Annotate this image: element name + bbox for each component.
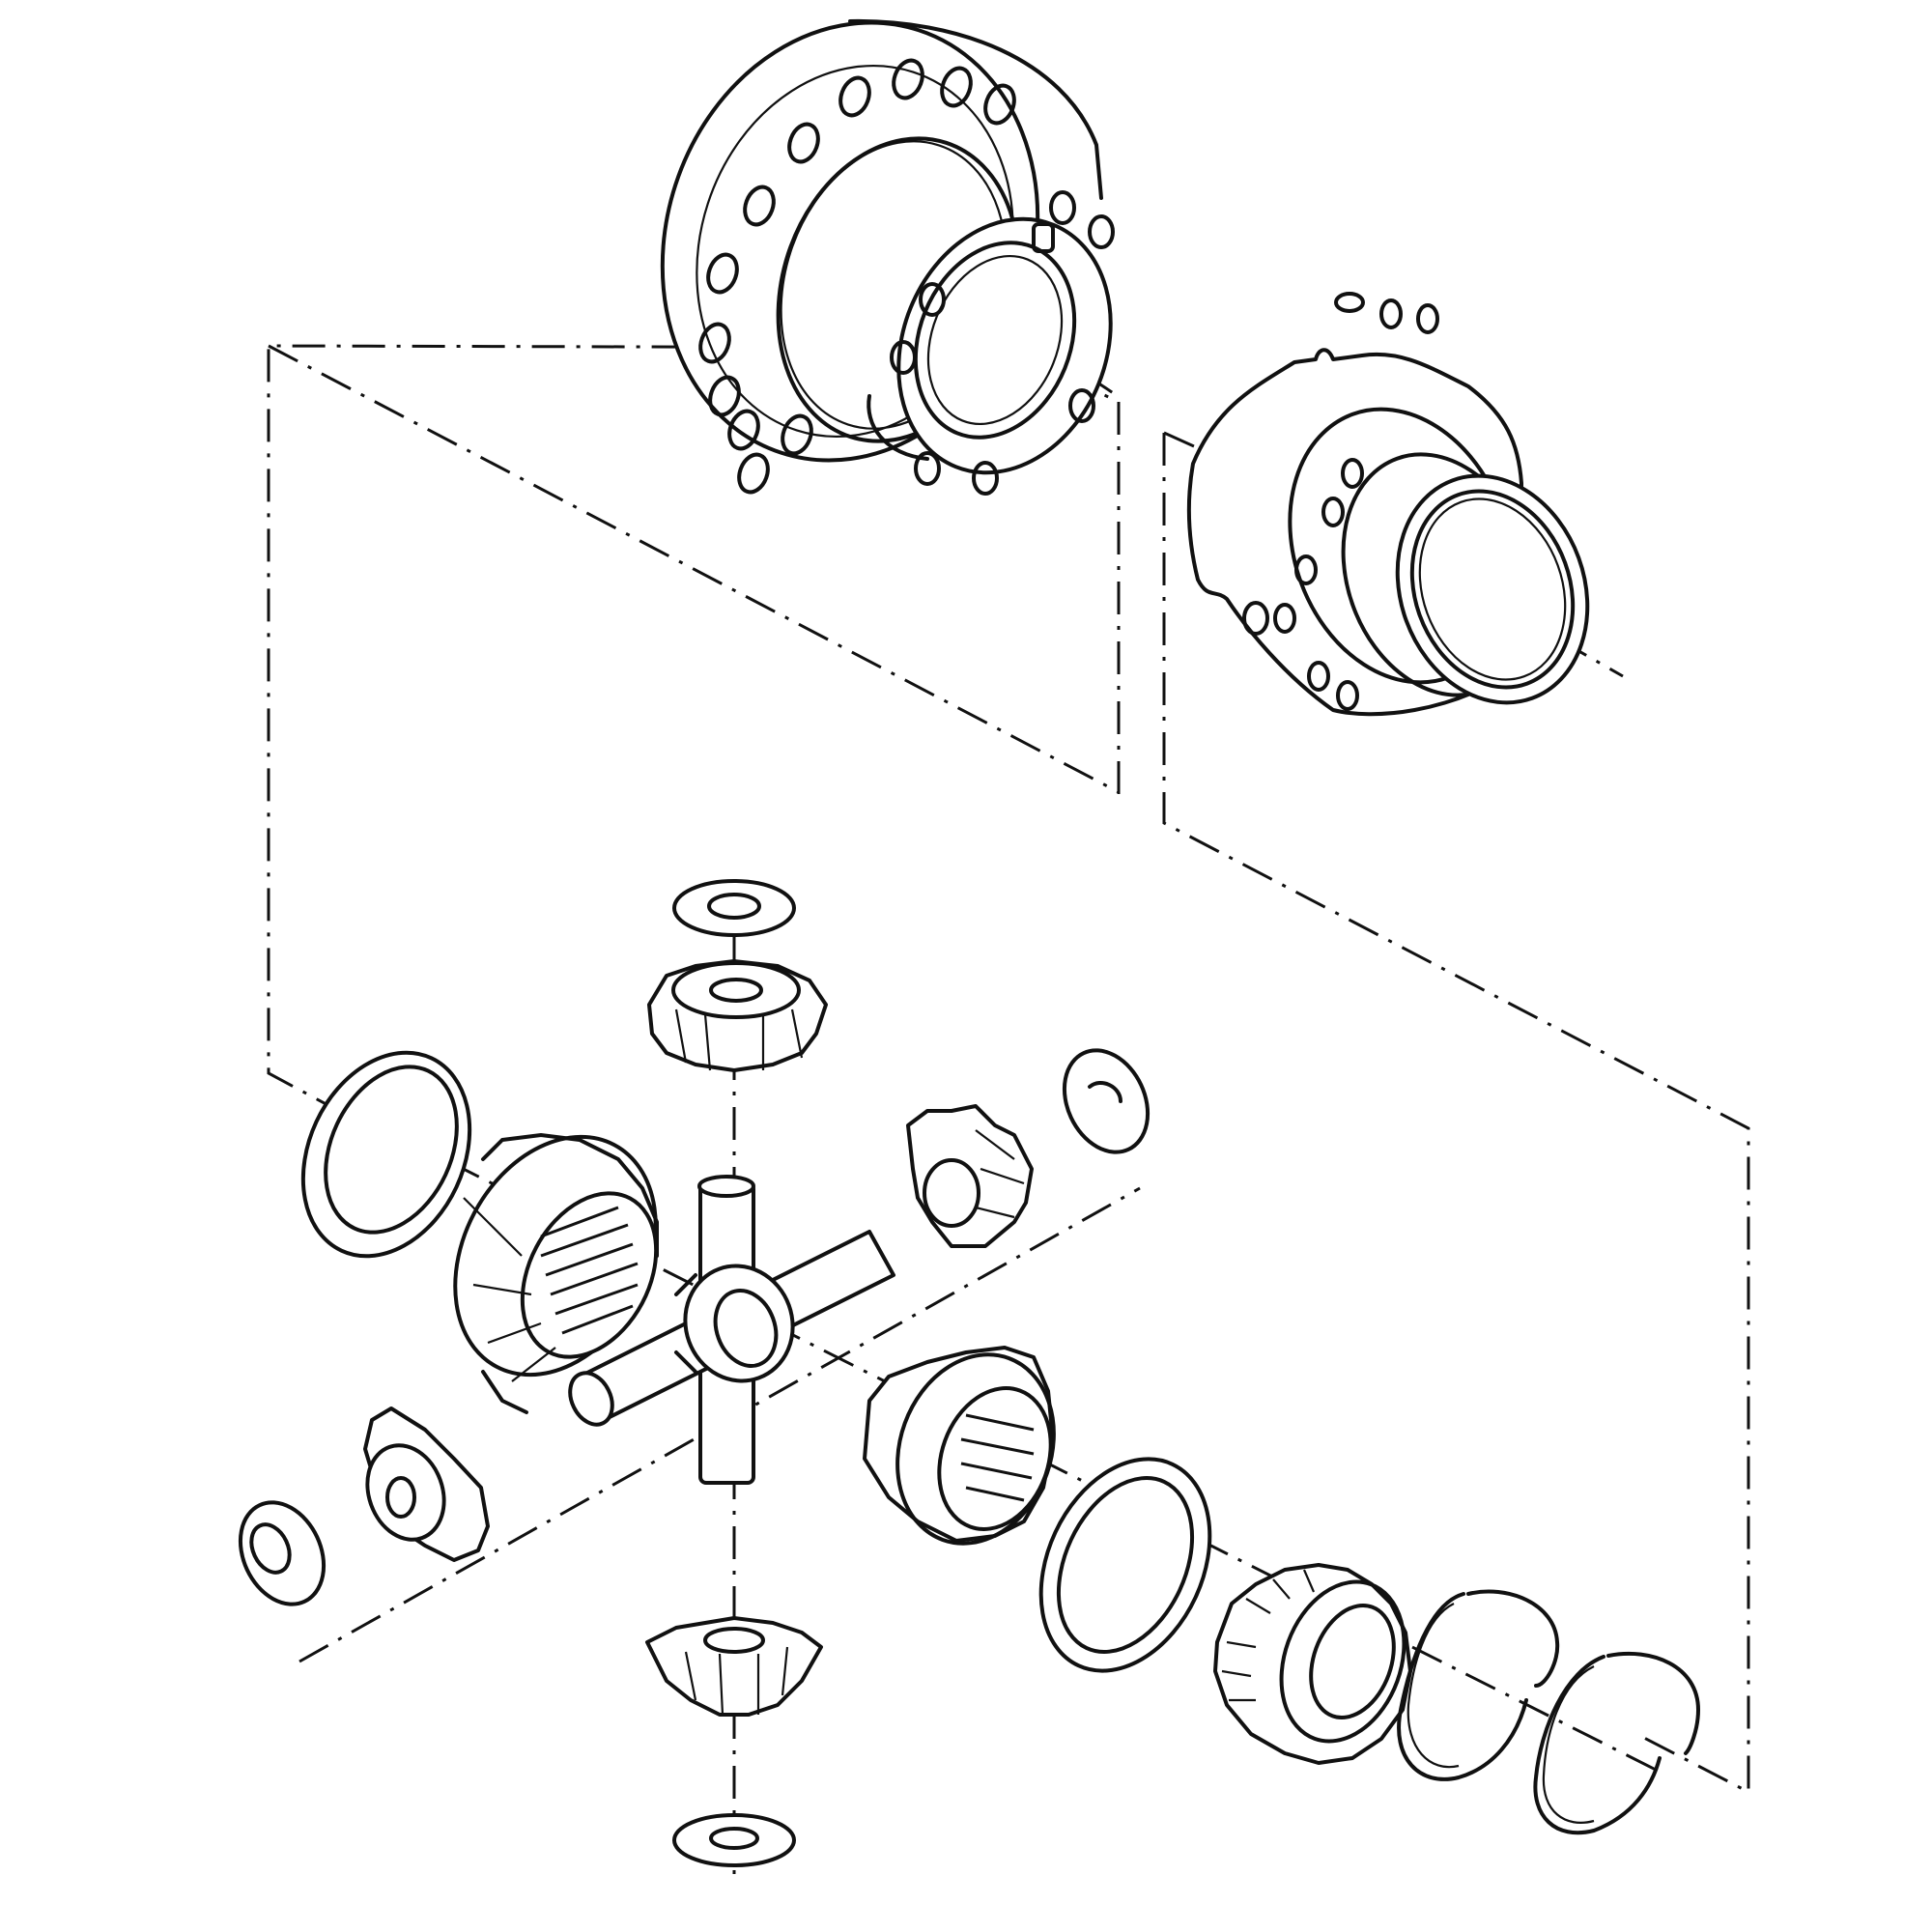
thrust-washer-side-right [1038, 1457, 1212, 1673]
thrust-washer-top [672, 879, 796, 937]
snap-ring-2 [1533, 1651, 1700, 1835]
pinion-gear-top [647, 959, 828, 1072]
thrust-washer-bottom [672, 1813, 796, 1867]
pinion-gear-right [906, 1104, 1034, 1248]
spider-cross [568, 1175, 895, 1485]
thrust-washer-right [1062, 1048, 1151, 1154]
clutch-gear [1213, 1563, 1412, 1765]
pinion-gear-left [363, 1406, 490, 1562]
pinion-gear-bottom [645, 1616, 823, 1717]
snap-ring-1 [1397, 1589, 1560, 1781]
bolt-holes [698, 58, 1016, 495]
spline-hatch [540, 1206, 639, 1335]
case-half-flanged [660, 18, 1115, 496]
case-half-small [1186, 292, 1590, 717]
side-gear-right [863, 1346, 1056, 1546]
spline-hatch [960, 1413, 1035, 1502]
side-gear-left [453, 1133, 659, 1414]
thrust-washer-lower-left [238, 1500, 327, 1606]
thrust-washer-left [300, 1050, 472, 1259]
